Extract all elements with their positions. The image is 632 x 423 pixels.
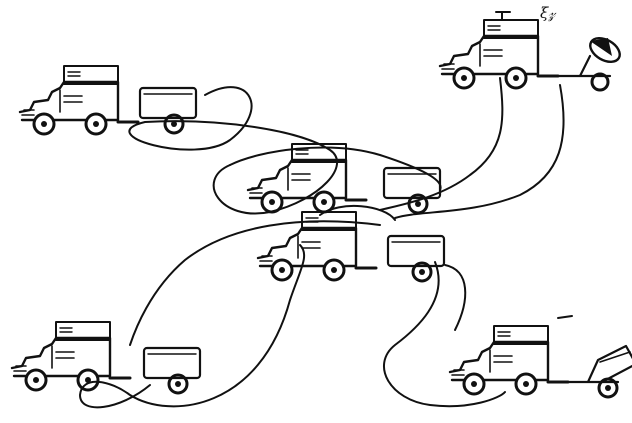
cable-center-to-bottomright [383,261,506,408]
cable-center-to-bottomleft [129,220,381,346]
jeep-body [448,324,570,396]
satellite-dish-trailer [556,37,621,92]
jeep-body [18,64,140,136]
cargo-trailer [142,346,202,395]
cable-topleft-loop [128,86,338,215]
jeep-body [10,320,132,392]
vehicle-top-right [438,11,621,92]
antenna-stub [557,315,573,319]
annotation-glyph: ξ𝓏 [540,4,557,22]
cable-topright-drop-b [394,84,565,219]
roof-mast [495,11,511,21]
cable-topleft-to-center [229,146,442,191]
cable-topright-drop-a [379,77,504,211]
jeep-body [438,18,560,90]
cable-bottomleft-loop [79,244,306,409]
cable-links [79,77,565,409]
cargo-trailer [138,86,198,135]
cable-bottomright-rise [444,264,467,331]
vehicle-top-left [18,64,198,136]
tilted-antenna-trailer [566,344,632,399]
vehicle-bottom-right [448,315,632,399]
cargo-trailer [386,234,446,283]
